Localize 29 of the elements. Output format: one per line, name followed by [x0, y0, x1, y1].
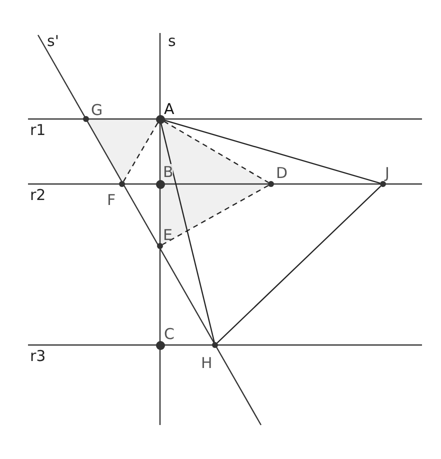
- point-label: F: [107, 192, 116, 208]
- point-label: H: [201, 355, 212, 371]
- point-label: B: [163, 164, 174, 180]
- line-segment: [123, 122, 158, 182]
- line-segment: [160, 123, 215, 342]
- point-dot: [268, 181, 274, 187]
- line-label: s': [47, 33, 59, 49]
- line-segment: [164, 120, 380, 184]
- line-segment: [164, 120, 269, 183]
- line-segment: [216, 186, 382, 344]
- point-label: E: [163, 227, 172, 243]
- point-label: G: [91, 102, 103, 118]
- line-label: r2: [30, 187, 46, 203]
- point-dot: [156, 340, 164, 350]
- point-label: J: [385, 165, 390, 181]
- point-dot: [212, 342, 218, 348]
- line-label: s: [168, 33, 176, 49]
- point-dot: [83, 116, 89, 122]
- point-dot: [380, 181, 386, 187]
- point-label: C: [164, 326, 174, 342]
- point-dot: [156, 114, 164, 124]
- point-dot: [157, 243, 163, 249]
- point-label: D: [276, 165, 288, 181]
- point-dot: [119, 181, 125, 187]
- line-segment: [162, 184, 269, 246]
- line-label: r1: [30, 122, 46, 138]
- point-label: A: [164, 101, 174, 117]
- point-dot: [156, 180, 164, 188]
- line-label: r3: [30, 348, 46, 364]
